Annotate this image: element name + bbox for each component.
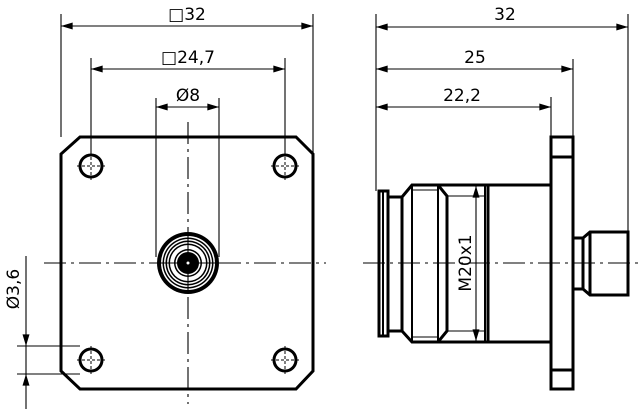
side-view: 32 25 22,2 M20x1 — [363, 5, 640, 391]
connector-body — [486, 183, 551, 344]
mounting-hole-top-right — [271, 152, 299, 180]
dim-text-overall-length: 32 — [494, 5, 516, 25]
flange-plate-outline — [59, 135, 315, 391]
dim-text-length-to-flange-back: 25 — [464, 48, 486, 68]
mounting-hole-bottom-left — [77, 346, 105, 374]
dim-text-hole-diameter: Ø3,6 — [4, 269, 24, 309]
dim-text-flange-width: □32 — [168, 5, 206, 25]
side-flange — [549, 135, 575, 391]
mounting-hole-top-left — [77, 152, 105, 180]
connector-face — [157, 232, 219, 294]
mounting-hole-bottom-right — [271, 346, 299, 374]
dim-text-length-to-flange-front: 22,2 — [443, 86, 481, 106]
dim-text-body-diameter: Ø8 — [176, 86, 200, 106]
rear-pin — [573, 230, 630, 297]
coupling-nut-profile — [400, 183, 449, 344]
dim-text-thread: M20x1 — [456, 234, 476, 291]
dim-text-hole-spacing: □24,7 — [161, 48, 215, 68]
front-ring — [377, 189, 390, 338]
front-view: □32 □24,7 Ø8 Ø3,6 — [4, 5, 326, 409]
